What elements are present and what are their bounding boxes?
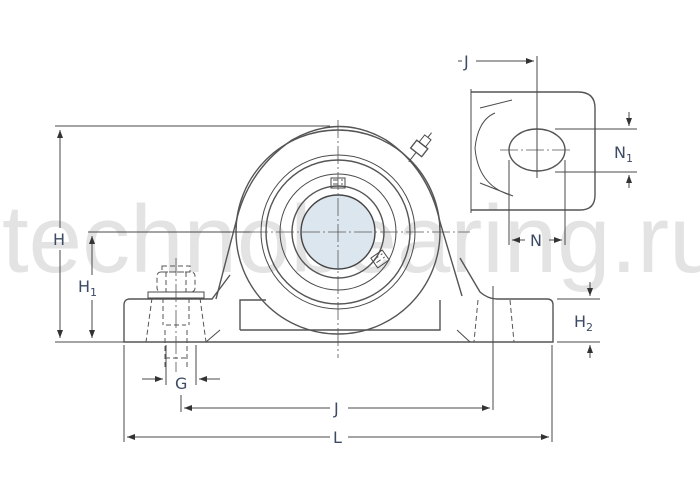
- svg-text:H1: H1: [78, 277, 97, 299]
- mounting-bolt: [145, 258, 207, 372]
- dimensions: H H1 H2 N1 N J G J: [53, 52, 633, 447]
- label-H1: H: [78, 277, 90, 296]
- label-N: N: [530, 231, 542, 250]
- label-G: G: [175, 374, 187, 393]
- top-view-inset: [470, 56, 637, 245]
- svg-text:N1: N1: [614, 143, 633, 165]
- svg-text:H2: H2: [574, 312, 593, 334]
- label-J-top: J: [463, 52, 469, 71]
- label-H: H: [53, 230, 65, 249]
- label-J: J: [333, 399, 339, 418]
- label-H2: H: [574, 312, 586, 331]
- label-L: L: [333, 428, 342, 447]
- label-N1: N: [614, 143, 626, 162]
